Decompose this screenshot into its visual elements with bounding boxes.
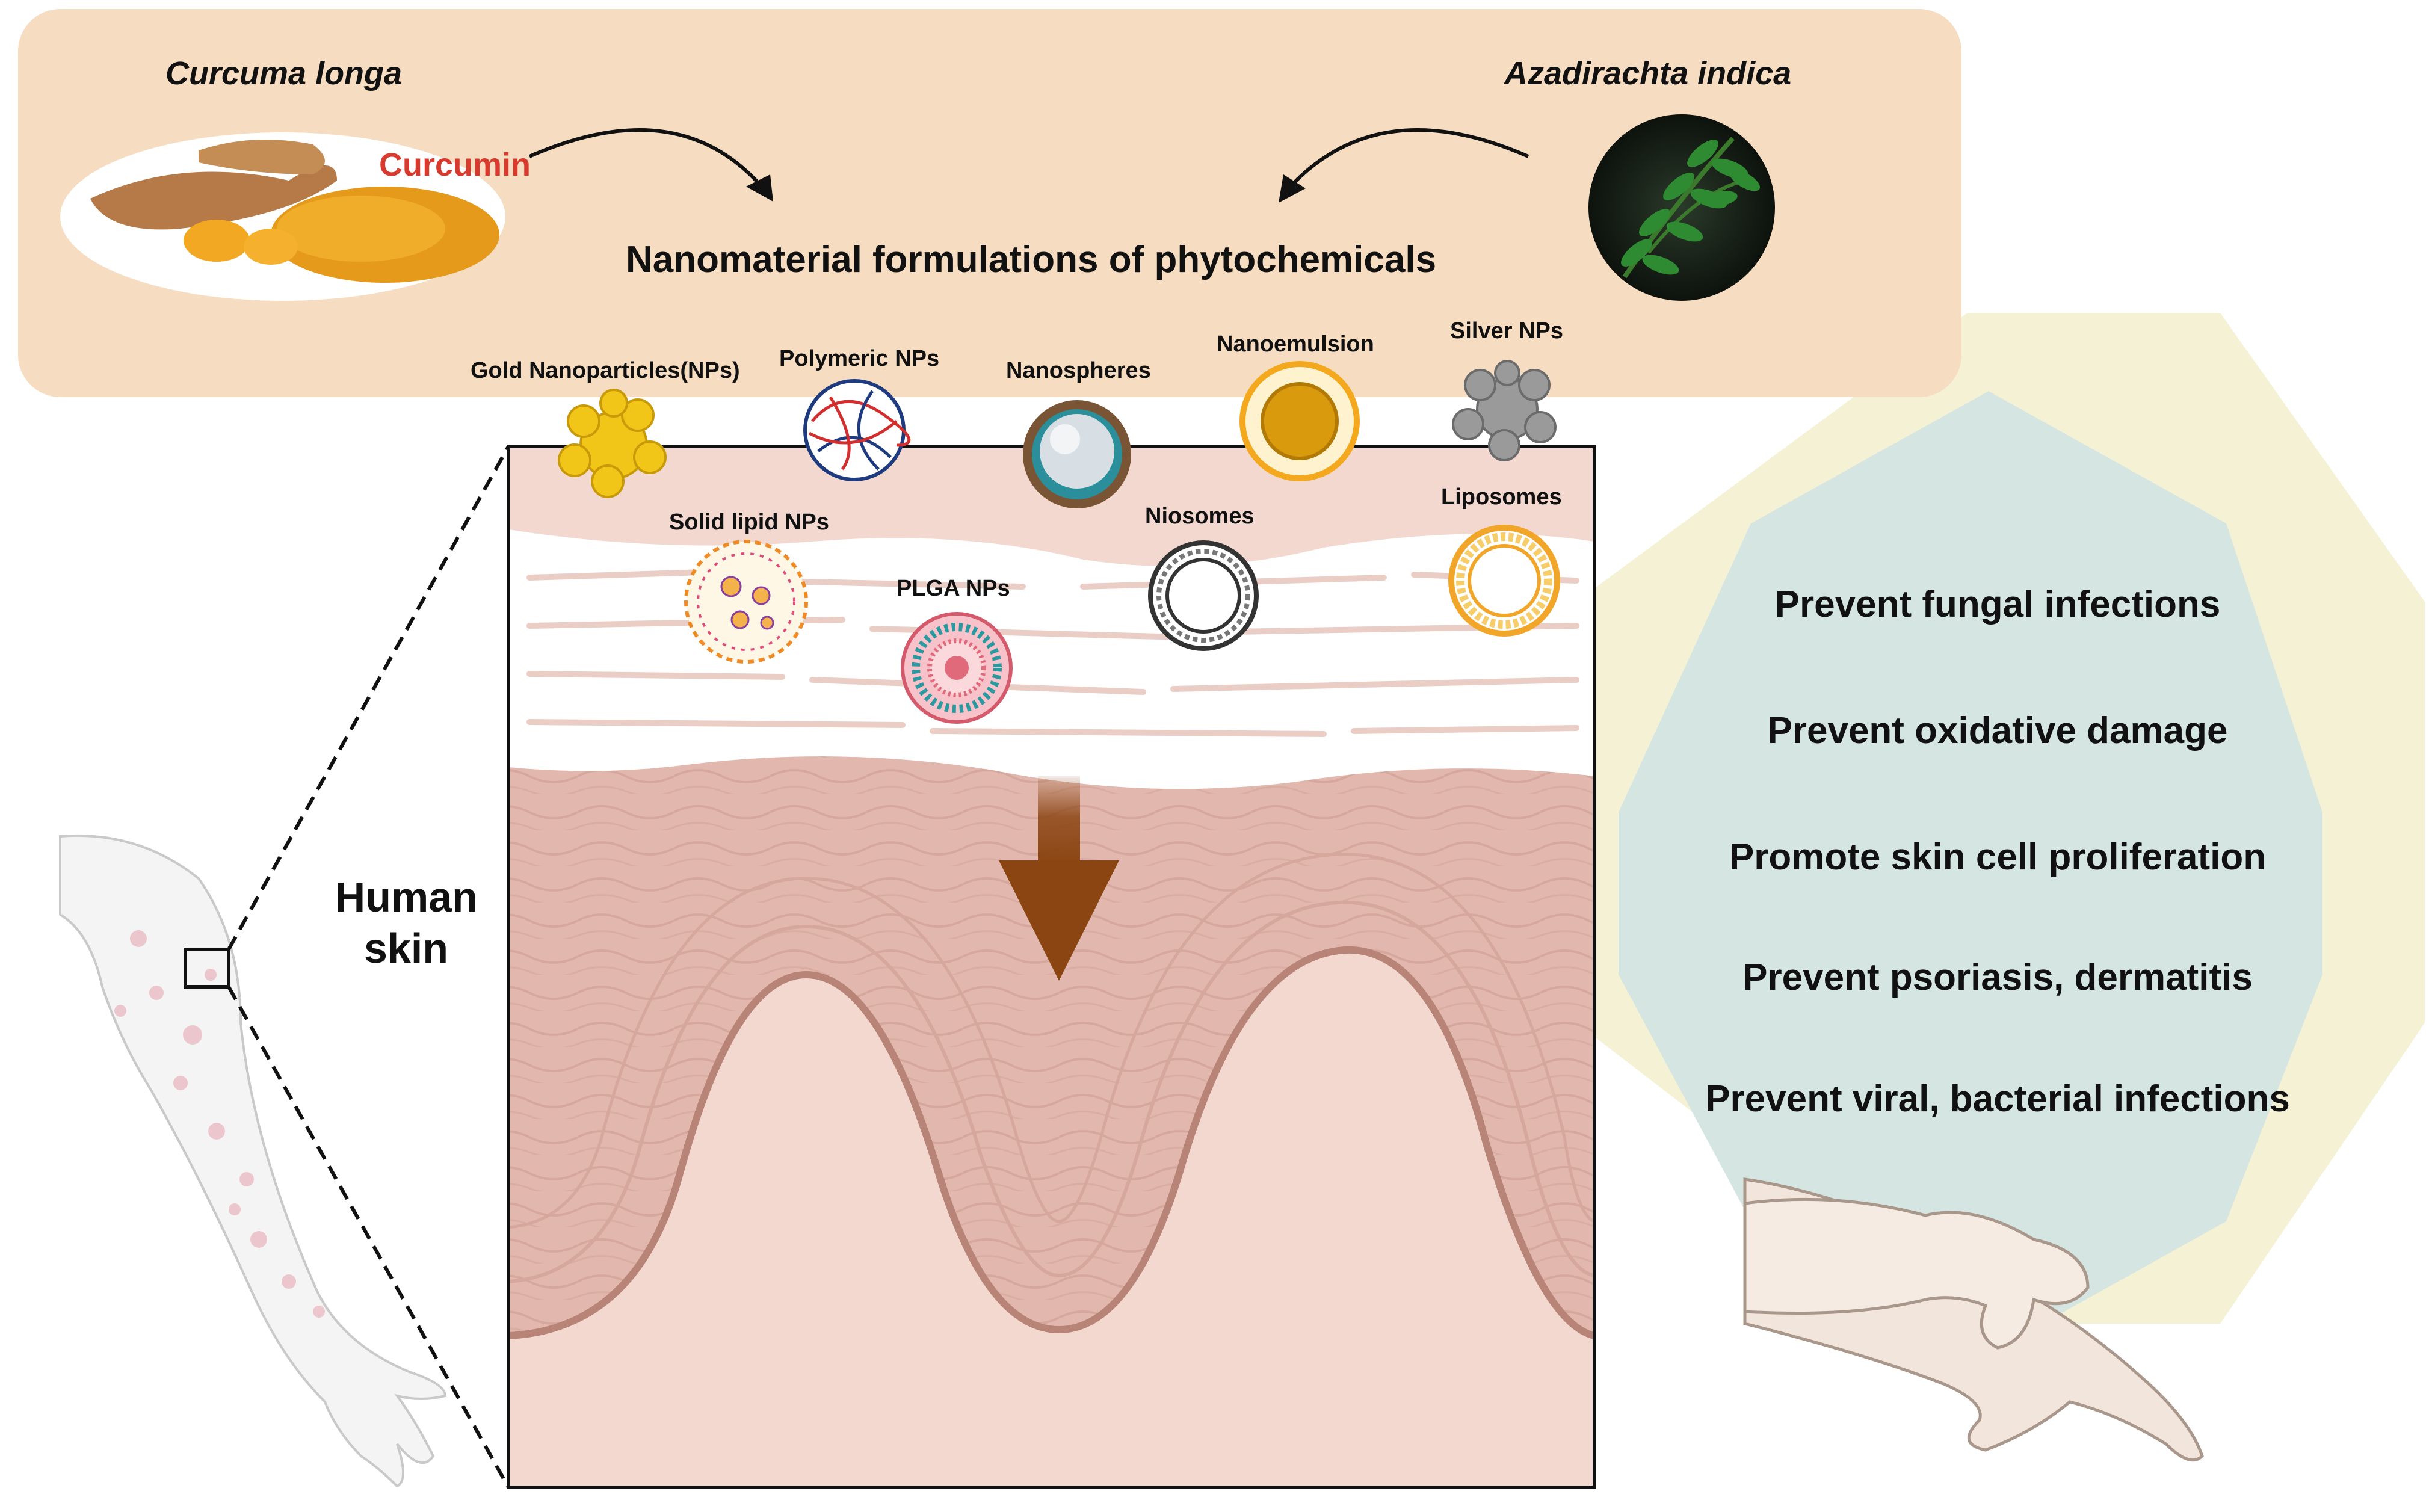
label-gold-np: Gold Nanoparticles(NPs)	[471, 358, 740, 383]
label-nanoemulsion: Nanoemulsion	[1217, 332, 1374, 357]
benefit-item: Prevent viral, bacterial infections	[1705, 1078, 2290, 1120]
center-title: Nanomaterial formulations of phytochemic…	[626, 239, 1436, 280]
solid-lipid-np-icon	[684, 540, 808, 664]
skin-cross-section	[507, 445, 1596, 1489]
label-liposomes: Liposomes	[1441, 484, 1562, 510]
benefit-item: Promote skin cell proliferation	[1729, 836, 2266, 878]
human-skin-line-1: Human	[335, 874, 478, 921]
label-polymeric-np: Polymeric NPs	[779, 346, 939, 371]
label-silver-np: Silver NPs	[1450, 318, 1563, 344]
scratching-hands-illustration	[1743, 1177, 2204, 1462]
benefits-octagon	[1576, 313, 2425, 1354]
label-nanospheres: Nanospheres	[1006, 358, 1151, 383]
arm-illustration	[59, 834, 447, 1488]
compound-label: Curcumin	[379, 147, 531, 183]
label-niosomes: Niosomes	[1145, 504, 1255, 529]
benefit-item: Prevent oxidative damage	[1768, 710, 2228, 751]
zoom-line-bottom	[227, 986, 510, 1489]
benefit-item: Prevent fungal infections	[1775, 584, 2221, 625]
polymeric-np-icon	[803, 379, 911, 481]
arrow-from-curcumin	[528, 128, 773, 202]
label-plga-np: PLGA NPs	[897, 576, 1010, 601]
arrow-from-neem	[1279, 128, 1529, 203]
silver-np-icon	[1452, 360, 1557, 461]
nanosphere-icon	[1023, 400, 1131, 508]
plga-np-icon	[901, 612, 1013, 724]
neem-image	[1588, 114, 1775, 301]
header-banner	[18, 9, 1961, 397]
gold-np-icon	[558, 389, 667, 498]
species-left: Curcuma longa	[165, 55, 402, 91]
penetration-arrow	[999, 776, 1119, 981]
liposome-icon	[1448, 525, 1560, 637]
zoom-line-top	[227, 445, 510, 951]
label-solid-lipid-np: Solid lipid NPs	[669, 510, 829, 535]
nanoemulsion-icon	[1239, 361, 1360, 481]
benefit-item: Prevent psoriasis, dermatitis	[1742, 957, 2253, 998]
human-skin-label: Human skin	[335, 874, 490, 972]
turmeric-image	[60, 132, 505, 301]
species-right: Azadirachta indica	[1503, 55, 1791, 91]
niosome-icon	[1148, 540, 1259, 651]
octagon-inner	[1619, 391, 2322, 1354]
human-skin-line-2: skin	[364, 925, 448, 972]
